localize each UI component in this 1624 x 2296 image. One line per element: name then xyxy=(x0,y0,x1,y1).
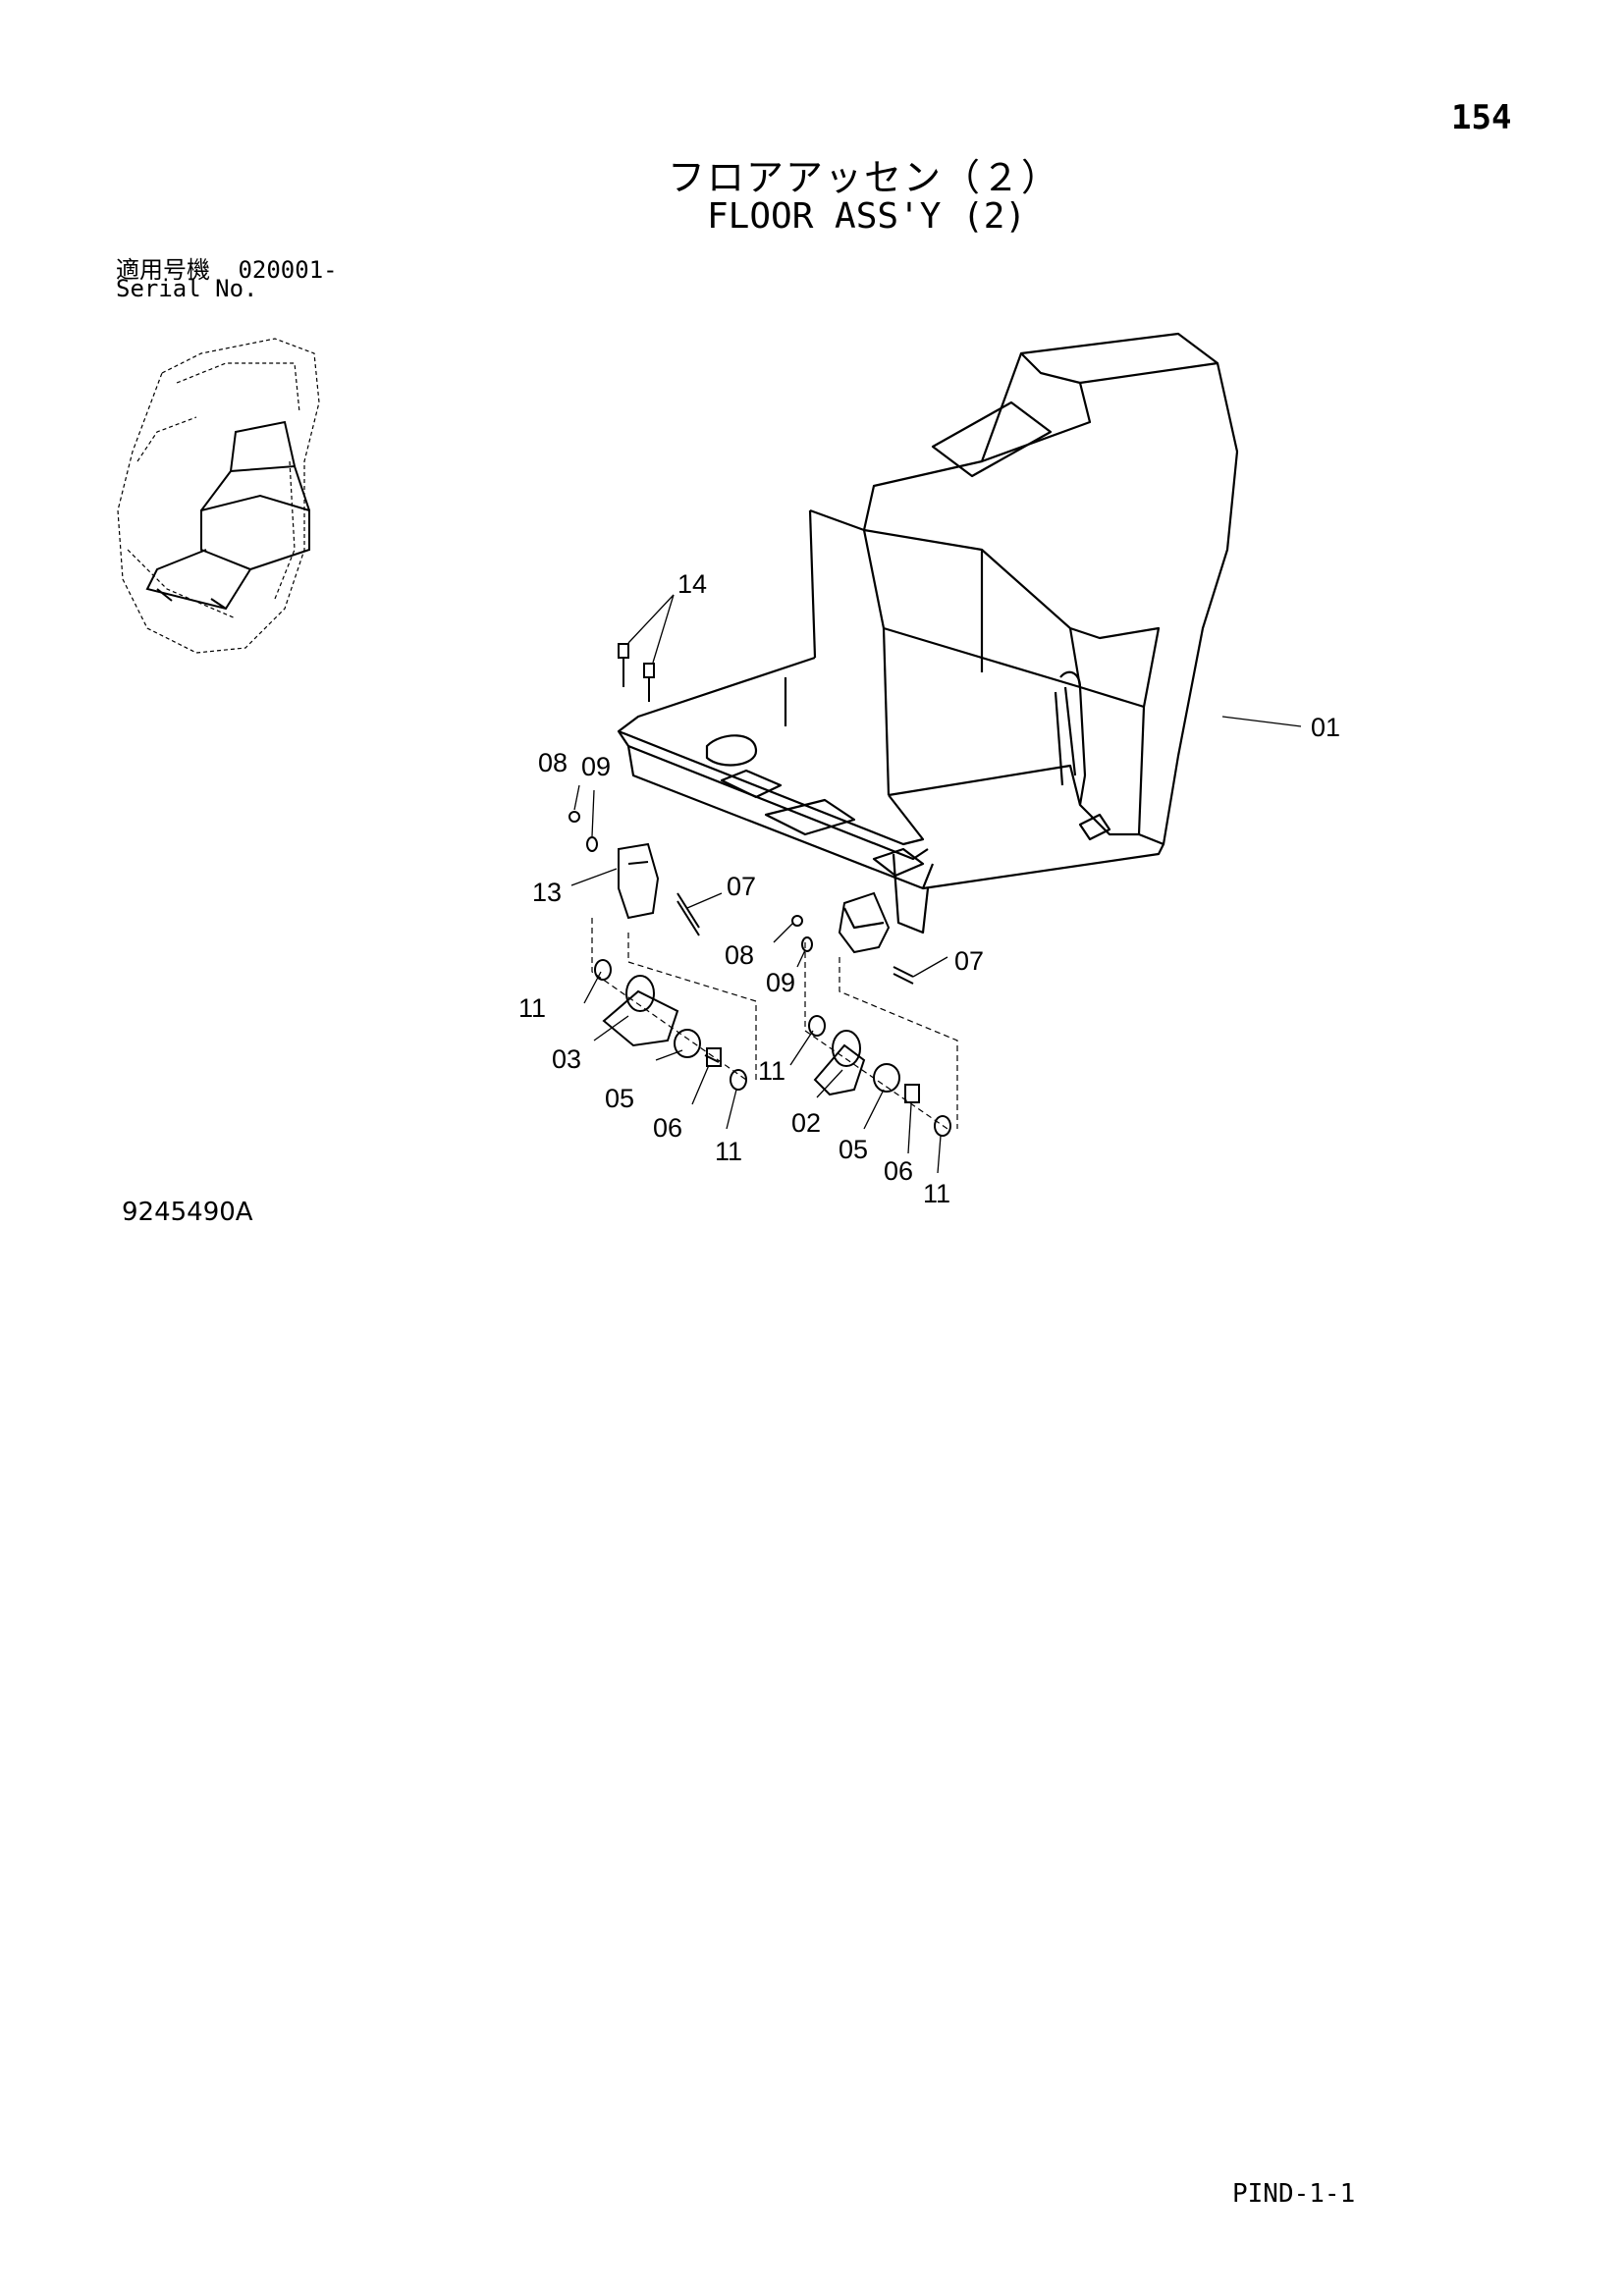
callout-11-upper-left: 11 xyxy=(518,993,546,1023)
callout-13: 13 xyxy=(532,878,562,907)
serial-label-english: Serial No. xyxy=(116,275,258,302)
callout-08-left: 08 xyxy=(538,748,568,777)
drawing-number: 9245490A xyxy=(122,1198,253,1227)
callout-06-left: 06 xyxy=(653,1113,682,1143)
callout-03: 03 xyxy=(552,1044,581,1074)
callout-09-right: 09 xyxy=(766,968,795,997)
explode-lines xyxy=(591,918,958,1130)
callout-02: 02 xyxy=(791,1108,821,1138)
callout-14: 14 xyxy=(677,569,707,599)
callout-09-left: 09 xyxy=(581,752,611,781)
right-mount-parts xyxy=(791,891,951,1137)
footer-code: PIND-1-1 xyxy=(1232,2179,1356,2209)
floor-frame xyxy=(617,332,1239,934)
callout-05-right: 05 xyxy=(839,1135,868,1164)
left-mount-parts xyxy=(568,811,747,1091)
key-view-highlight xyxy=(145,420,310,611)
callout-06-right: 06 xyxy=(884,1156,913,1186)
bolts-14 xyxy=(618,643,655,702)
title-japanese: フロアアッセン（２） xyxy=(668,156,1061,199)
callout-08-right: 08 xyxy=(725,940,754,970)
callout-05-left: 05 xyxy=(605,1084,634,1113)
callout-labels: 14 01 08 09 13 07 11 03 05 06 11 08 09 0… xyxy=(518,569,1340,1208)
callout-07-left: 07 xyxy=(727,872,756,901)
leader-lines xyxy=(570,594,1302,1174)
callout-11-lower-right: 11 xyxy=(923,1179,950,1208)
serial-label-jp-text: 適用号機 xyxy=(116,256,210,284)
callout-11-upper-right: 11 xyxy=(758,1056,785,1086)
serial-label-japanese: 適用号機 020001- xyxy=(116,250,338,285)
serial-value: 020001- xyxy=(238,256,338,284)
callout-11-lower-left: 11 xyxy=(715,1137,742,1166)
title-english: FLOOR ASS'Y (2) xyxy=(707,196,1027,237)
key-view-thumbnail xyxy=(117,338,320,654)
page-number: 154 xyxy=(1451,98,1512,137)
callout-01: 01 xyxy=(1311,713,1340,742)
callout-07-right: 07 xyxy=(954,946,984,976)
